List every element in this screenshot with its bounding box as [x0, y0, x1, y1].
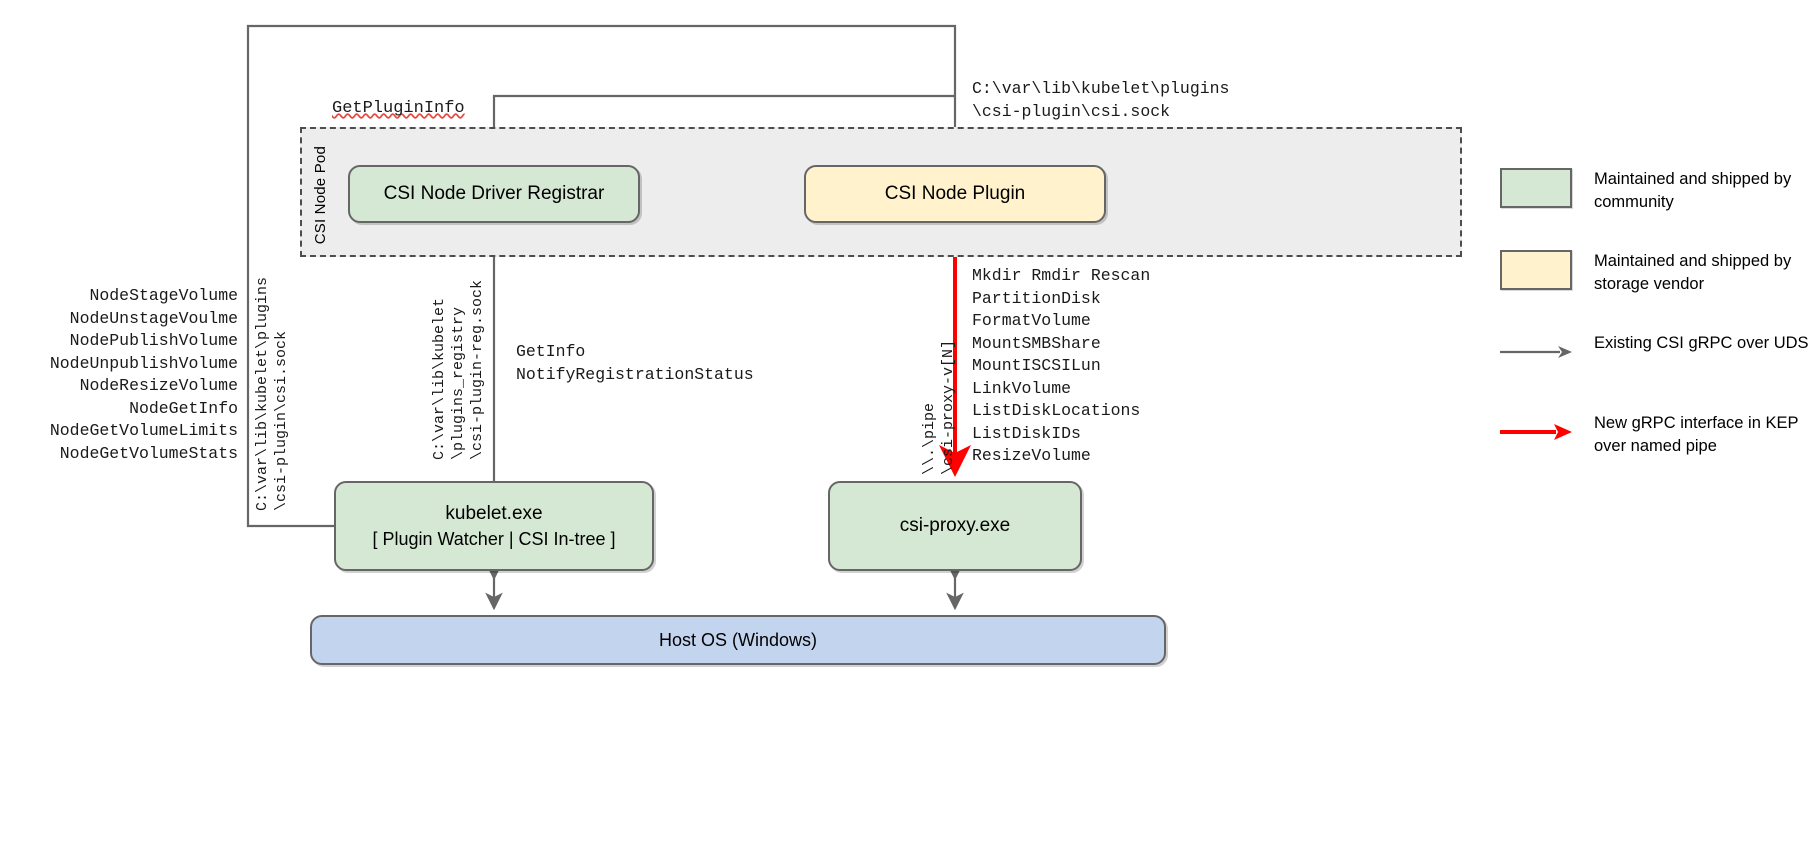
label-get-plugin-info: GetPluginInfo [332, 99, 465, 118]
label-registry-socket-path-vertical: C:\var\lib\kubelet \plugins_registry \cs… [431, 280, 486, 461]
legend-swatch-yellow-icon [1500, 250, 1572, 290]
label-node-service-calls: NodeStageVolume NodeUnstageVoulme NodePu… [49, 286, 238, 463]
node-label-line2: [ Plugin Watcher | CSI In-tree ] [372, 528, 616, 549]
node-label: CSI Node Driver Registrar [383, 183, 605, 205]
legend-label: Maintained and shipped by storage vendor [1594, 252, 1792, 293]
legend-item-existing-csi: Existing CSI gRPC over UDS [1500, 332, 1810, 372]
legend: Maintained and shipped by community Main… [1500, 168, 1810, 498]
legend-swatch-green-icon [1500, 168, 1572, 208]
node-label: CSI Node Plugin [884, 183, 1026, 205]
node-csi-node-plugin[interactable]: CSI Node Plugin [804, 165, 1106, 223]
legend-item-community: Maintained and shipped by community [1500, 168, 1810, 214]
legend-label: Existing CSI gRPC over UDS [1594, 334, 1809, 352]
csi-node-pod-label: CSI Node Pod [312, 146, 329, 245]
label-registration-calls: GetInfo NotifyRegistrationStatus [516, 342, 754, 384]
node-label: csi-proxy.exe [899, 515, 1011, 537]
node-csi-proxy-exe[interactable]: csi-proxy.exe [828, 481, 1082, 571]
node-csi-node-driver-registrar[interactable]: CSI Node Driver Registrar [348, 165, 640, 223]
legend-label: New gRPC interface in KEP over named pip… [1594, 414, 1799, 455]
legend-item-new-grpc: New gRPC interface in KEP over named pip… [1500, 412, 1810, 458]
label-named-pipe-path-vertical: \\.\pipe \csi-proxy-v[N] [921, 340, 957, 476]
legend-red-arrow-icon [1500, 412, 1572, 452]
node-kubelet-exe[interactable]: kubelet.exe [ Plugin Watcher | CSI In-tr… [334, 481, 654, 571]
node-host-os[interactable]: Host OS (Windows) [310, 615, 1166, 665]
legend-item-storage-vendor: Maintained and shipped by storage vendor [1500, 250, 1810, 296]
node-label-line1: kubelet.exe [445, 503, 543, 525]
legend-label: Maintained and shipped by community [1594, 170, 1792, 211]
label-plugin-socket-path: C:\var\lib\kubelet\plugins \csi-plugin\c… [972, 79, 1230, 121]
legend-gray-arrow-icon [1500, 332, 1572, 372]
label-csi-proxy-api-calls: Mkdir Rmdir Rescan PartitionDisk FormatV… [972, 266, 1151, 465]
label-csi-socket-path-vertical: C:\var\lib\kubelet\plugins \csi-plugin\c… [254, 277, 290, 512]
node-label: Host OS (Windows) [658, 629, 818, 650]
